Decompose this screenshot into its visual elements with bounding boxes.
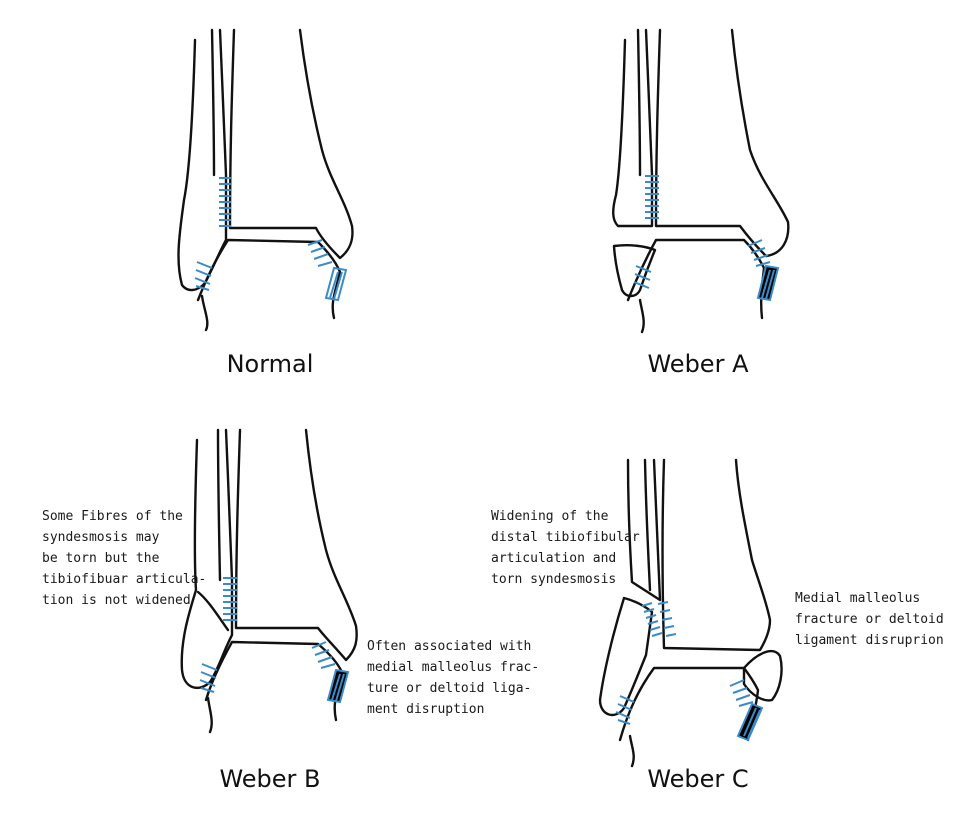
medial-malleolus-fragment [742, 649, 783, 702]
fibula-inner-line [210, 28, 216, 177]
note-line: be torn but the [42, 551, 160, 566]
weber-a-ligaments [633, 175, 780, 302]
weber-b-ankle-drawing [180, 428, 358, 734]
note-line: Often associated with [367, 639, 532, 654]
panel-title-normal: Normal [226, 350, 314, 378]
lateral-ligament [194, 261, 213, 291]
tibia-outline [654, 28, 790, 258]
note-line: articulation and [491, 551, 617, 566]
weber-c-syndesmosis-note: Widening of the distal tibiofibular arti… [491, 506, 640, 590]
fibula-outline [177, 28, 228, 292]
tibia-outline [234, 428, 358, 662]
weber-b-ligaments [199, 577, 350, 704]
weber-b-syndesmosis-note: Some Fibres of the syndesmosis may be to… [42, 506, 206, 611]
note-line: ment disruption [367, 702, 485, 717]
medial-ligament [307, 239, 333, 267]
fibula-upper-shaft [626, 458, 662, 602]
fibula-outline [612, 28, 654, 228]
normal-ankle-drawing [177, 28, 354, 332]
note-line: tibiofibuar articula- [42, 572, 207, 587]
note-line: medial malleolus frac- [367, 660, 540, 675]
deltoid-ligament [324, 266, 348, 302]
note-line: Some Fibres of the [42, 509, 183, 524]
note-line: Widening of the [491, 509, 609, 524]
panel-title-weber-b: Weber B [219, 765, 321, 793]
normal-ligaments [194, 177, 348, 302]
fibula-fracture-line [196, 590, 230, 632]
talus-outline [196, 238, 342, 320]
note-line: torn syndesmosis [491, 572, 617, 587]
syndesmosis-ligament [219, 177, 231, 227]
fibula-fracture-fragment [612, 244, 657, 298]
weber-b-medial-note: Often associated with medial malleolus f… [367, 636, 539, 720]
panel-title-weber-a: Weber A [647, 350, 749, 378]
note-line: ture or deltoid liga- [367, 681, 532, 696]
fibula-inner-line [216, 428, 222, 582]
tibia-outline [228, 28, 354, 260]
note-line: ligament disruprion [795, 633, 944, 648]
note-line: syndesmosis may [42, 530, 160, 545]
weber-c-medial-note: Medial malleolus fracture or deltoid lig… [795, 588, 944, 651]
panel-title-weber-c: Weber C [647, 765, 749, 793]
note-line: distal tibiofibular [491, 530, 640, 545]
fibula-inner-line [636, 28, 642, 177]
talus-outline [618, 666, 760, 742]
fibula-distal-fragment [598, 596, 654, 717]
fibula-outline [180, 428, 234, 690]
weber-c-ligaments [615, 601, 764, 742]
note-line: tion is not widened [42, 593, 191, 608]
note-line: fracture or deltoid [795, 612, 944, 627]
note-line: Medial malleolus [795, 591, 921, 606]
talus-lower-left [200, 294, 209, 332]
fibula-inner-line [643, 458, 652, 592]
tibia-outline [661, 458, 772, 652]
